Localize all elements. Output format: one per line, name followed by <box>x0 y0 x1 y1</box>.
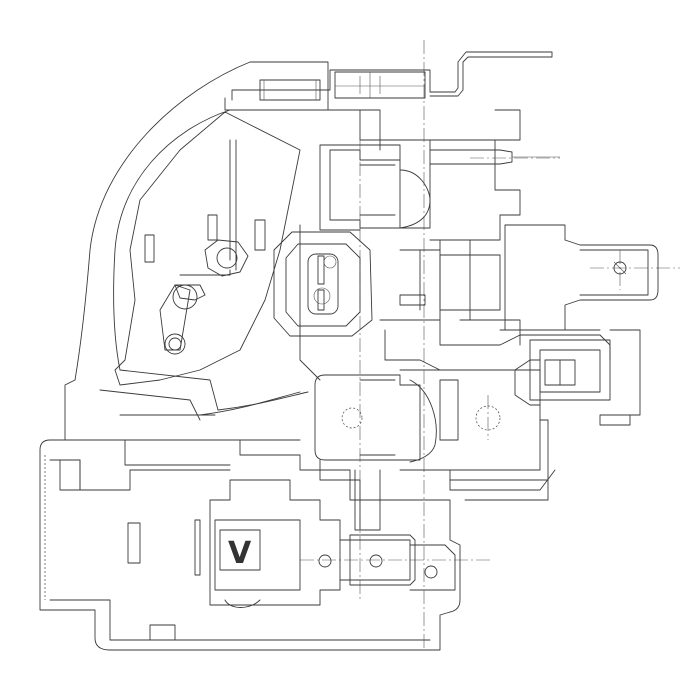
top-bracket <box>224 51 553 151</box>
terminal-mark-v: V <box>228 536 252 571</box>
lower-terminal-block: V <box>39 439 461 651</box>
main-housing <box>64 61 329 441</box>
contact-socket <box>273 144 401 381</box>
middle-module <box>379 249 641 426</box>
frame-lines <box>119 109 601 531</box>
lower-switch <box>314 369 556 531</box>
upper-switch <box>329 109 560 321</box>
right-terminal <box>504 224 659 331</box>
lever-plate <box>114 111 301 386</box>
